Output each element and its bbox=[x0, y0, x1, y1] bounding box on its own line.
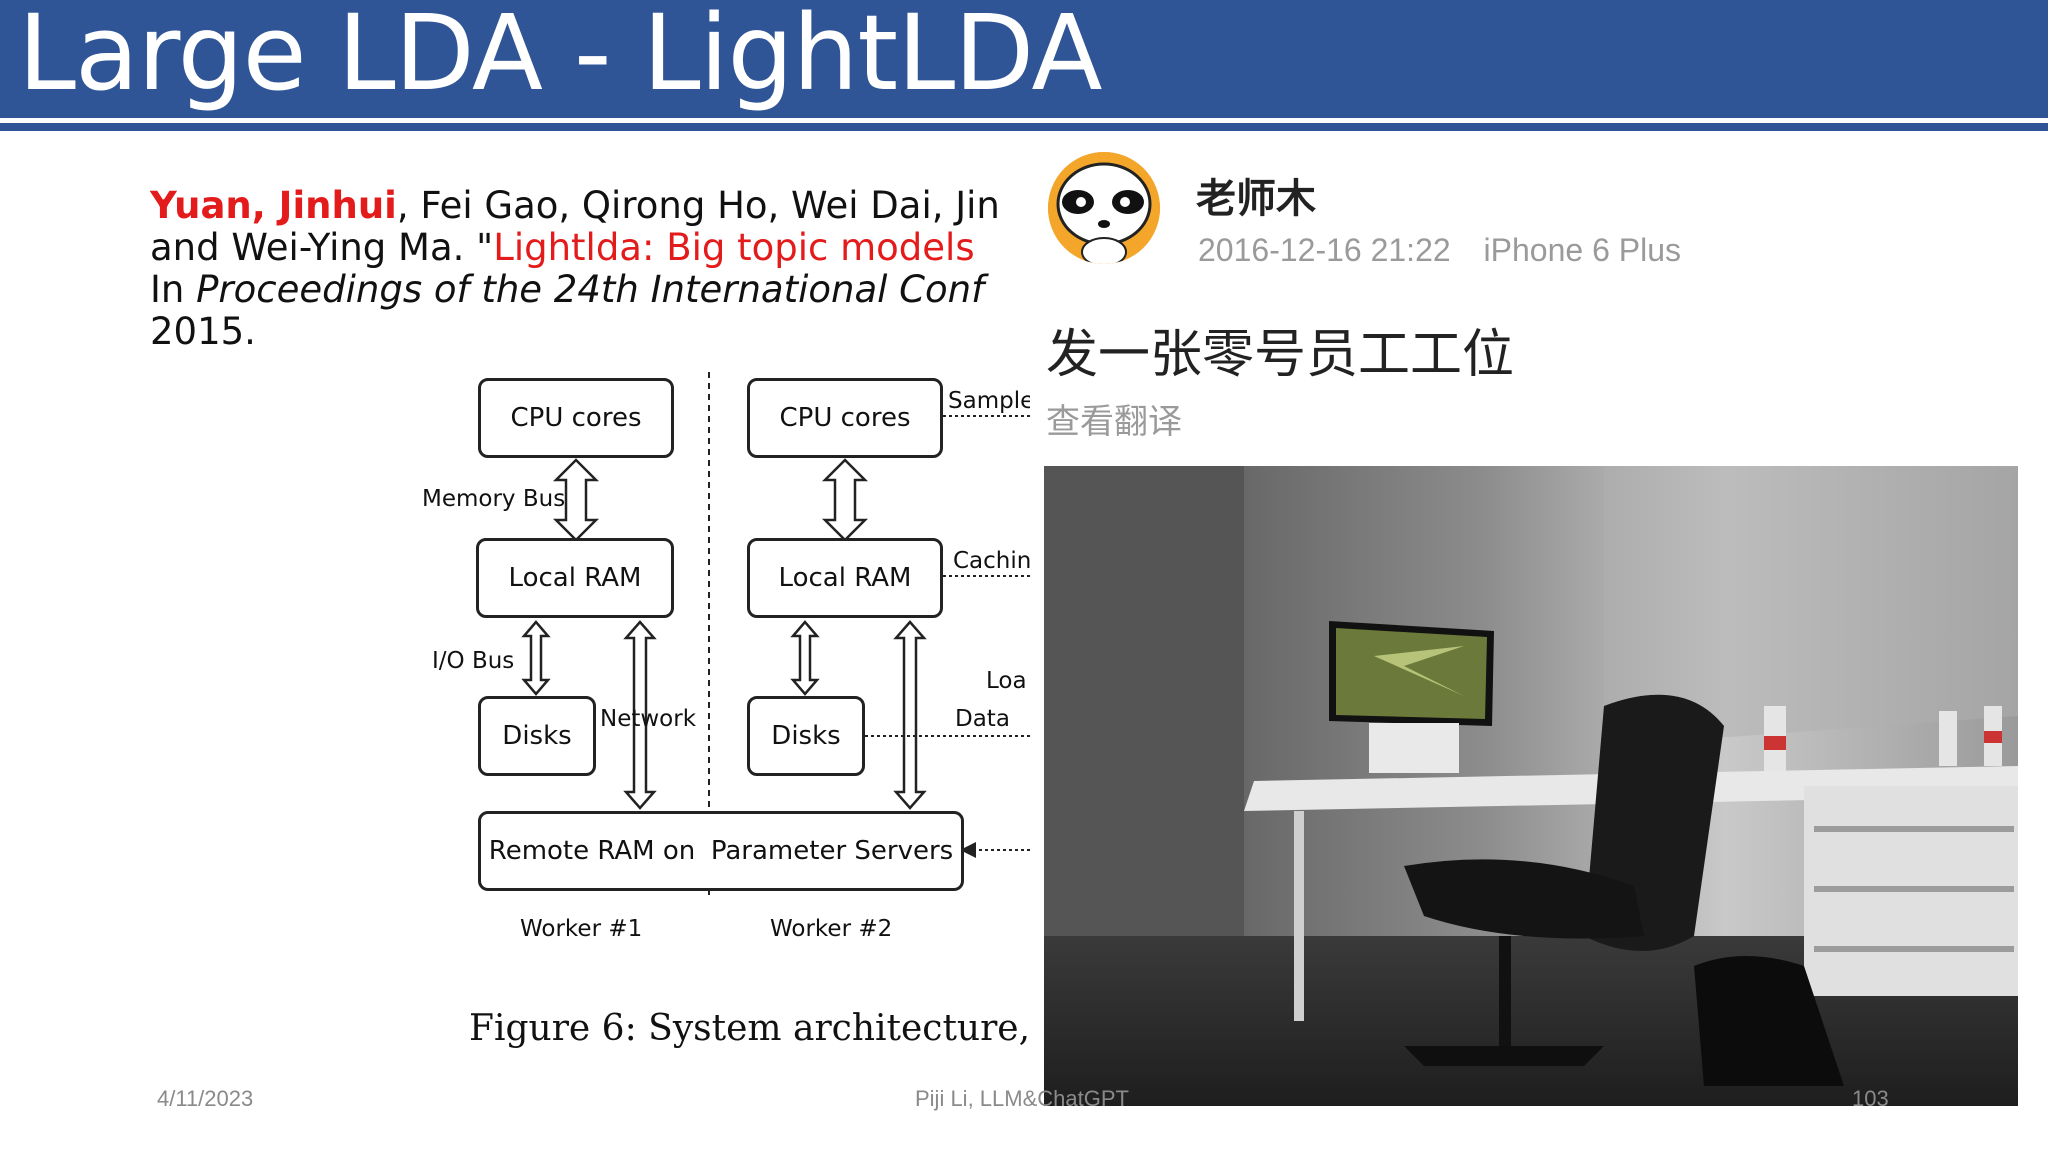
title-divider bbox=[0, 123, 2048, 131]
remote-ram-label-b: Parameter Servers bbox=[710, 836, 954, 866]
citation-line-1: Yuan, Jinhui, Fei Gao, Qirong Ho, Wei Da… bbox=[150, 185, 1030, 227]
footer-author: Piji Li, LLM&ChatGPT bbox=[915, 1086, 1129, 1111]
worker-1-label: Worker #1 bbox=[520, 916, 643, 942]
disks-box-1: Disks bbox=[478, 696, 596, 776]
cpu-cores-box-2: CPU cores bbox=[747, 378, 943, 458]
venue: Proceedings of the 24th International Co… bbox=[196, 268, 985, 311]
caching-label: Cachin bbox=[953, 548, 1030, 574]
load-label: Loa bbox=[986, 668, 1027, 694]
sample-label: Sample bbox=[948, 388, 1030, 414]
citation-in: In bbox=[150, 268, 197, 311]
post-device: iPhone 6 Plus bbox=[1483, 232, 1682, 268]
poster-name[interactable]: 老师木 bbox=[1196, 177, 1316, 221]
office-workstation-image bbox=[1044, 466, 2018, 1106]
avatar[interactable] bbox=[1048, 152, 1160, 264]
citation-line-3: In Proceedings of the 24th International… bbox=[150, 269, 1030, 311]
io-bus-arrow-1 bbox=[521, 620, 551, 696]
memory-bus-arrow-2 bbox=[821, 458, 869, 542]
office-photo bbox=[1044, 466, 2018, 1106]
cpu-cores-box-1: CPU cores bbox=[478, 378, 674, 458]
paper-title-link[interactable]: Lightlda: Big topic models bbox=[493, 226, 975, 269]
architecture-figure: CPU cores CPU cores Local RAM Local RAM … bbox=[400, 360, 1030, 1080]
network-arrow-1 bbox=[623, 620, 657, 810]
footer-page-number: 103 bbox=[1852, 1086, 1889, 1111]
worker-2-label: Worker #2 bbox=[770, 916, 893, 942]
disks-box-2: Disks bbox=[747, 696, 865, 776]
first-author: Yuan, Jinhui bbox=[150, 185, 397, 227]
footer-date: 4/11/2023 bbox=[157, 1086, 254, 1111]
panda-avatar-icon bbox=[1048, 152, 1160, 264]
network-arrow-2 bbox=[893, 620, 927, 810]
post-datetime: 2016-12-16 21:22 bbox=[1198, 232, 1451, 268]
slide-title: Large LDA - LightLDA bbox=[18, 0, 1103, 114]
io-bus-arrow-2 bbox=[790, 620, 820, 696]
translate-link[interactable]: 查看翻译 bbox=[1046, 403, 1182, 441]
bullet-marker: • bbox=[154, 186, 173, 224]
other-authors: , Fei Gao, Qirong Ho, Wei Dai, Jin bbox=[396, 185, 1000, 227]
local-ram-box-1: Local RAM bbox=[476, 538, 674, 618]
io-bus-label: I/O Bus bbox=[432, 648, 515, 674]
post-meta: 2016-12-16 21:22 iPhone 6 Plus bbox=[1198, 232, 1681, 269]
citation-line-2: and Wei-Ying Ma. "Lightlda: Big topic mo… bbox=[150, 227, 1030, 269]
data-label: Data bbox=[955, 706, 1010, 732]
remote-ram-label-a: Remote RAM on bbox=[488, 836, 696, 866]
slide-title-bar: Large LDA - LightLDA bbox=[0, 0, 2048, 118]
citation-year: 2015. bbox=[150, 310, 256, 353]
figure-caption: Figure 6: System architecture, data bbox=[469, 1008, 1030, 1049]
network-label: Network bbox=[600, 706, 697, 732]
citation-authors-end: and Wei-Ying Ma. " bbox=[150, 226, 494, 269]
memory-bus-label: Memory Bus bbox=[422, 486, 566, 512]
post-text: 发一张零号员工工位 bbox=[1046, 326, 1515, 384]
remote-ram-box: Remote RAM on Parameter Servers bbox=[478, 811, 964, 891]
citation-text: Yuan, Jinhui, Fei Gao, Qirong Ho, Wei Da… bbox=[150, 185, 1030, 365]
local-ram-box-2: Local RAM bbox=[747, 538, 943, 618]
